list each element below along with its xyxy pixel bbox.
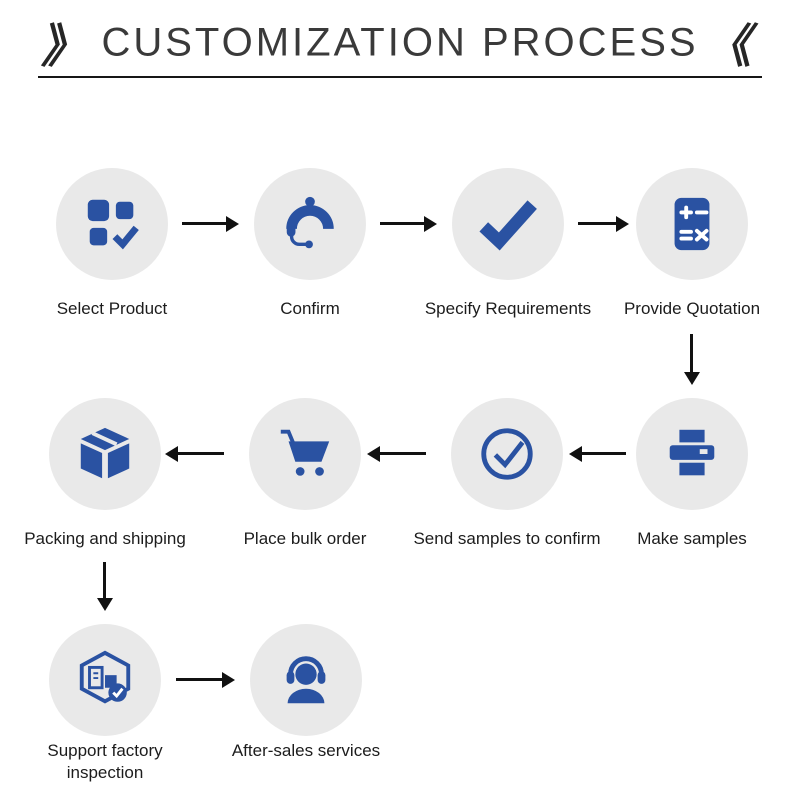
step-circle-select-product — [56, 168, 168, 280]
headset-icon — [286, 656, 326, 704]
step-label-after-sales: After-sales services — [231, 741, 381, 760]
checkmark-icon — [479, 200, 537, 251]
step-label-send-samples: Send samples to confirm — [413, 529, 601, 548]
arrow-specify-to-quotation-icon — [578, 222, 616, 225]
arrow-packing-to-inspection-icon — [103, 562, 106, 598]
step-circle-place-bulk-order — [249, 398, 361, 510]
double-chevron-left-icon: 》 — [39, 20, 97, 72]
arrow-confirm-to-specify-icon — [380, 222, 424, 225]
select-product-icon — [87, 199, 139, 250]
step-label-packing-shipping: Packing and shipping — [24, 529, 186, 548]
customer-service-icon — [286, 196, 334, 249]
double-chevron-right-icon: 《 — [702, 20, 760, 72]
step-label-specify-requirements: Specify Requirements — [424, 299, 592, 318]
step-label-select-product: Select Product — [56, 299, 168, 318]
calculator-icon — [674, 197, 710, 251]
box-icon — [80, 427, 130, 479]
step-circle-confirm — [254, 168, 366, 280]
step-label-make-samples: Make samples — [637, 529, 747, 548]
arrow-quotation-to-samples-icon — [690, 334, 693, 372]
page-title-text: CUSTOMIZATION PROCESS — [101, 20, 699, 65]
step-label-provide-quotation: Provide Quotation — [623, 299, 761, 318]
step-circle-make-samples — [636, 398, 748, 510]
circle-check-icon — [481, 428, 533, 480]
step-circle-packing-shipping — [49, 398, 161, 510]
arrow-samples-to-confirm-icon — [582, 452, 626, 455]
title-divider — [38, 76, 762, 78]
step-circle-send-samples — [451, 398, 563, 510]
step-label-place-bulk-order: Place bulk order — [243, 529, 367, 548]
step-label-factory-inspection: Support factory inspection — [47, 741, 163, 782]
printer-icon — [669, 429, 715, 476]
arrow-select-to-confirm-icon — [182, 222, 226, 225]
step-label-confirm: Confirm — [280, 299, 340, 318]
step-circle-factory-inspection — [49, 624, 161, 736]
cart-icon — [280, 429, 330, 476]
step-circle-specify-requirements — [452, 168, 564, 280]
step-circle-after-sales — [250, 624, 362, 736]
inspection-icon — [79, 650, 131, 704]
arrow-confirm-to-bulk-icon — [380, 452, 426, 455]
arrow-bulk-to-packing-icon — [178, 452, 224, 455]
page-title: 》CUSTOMIZATION PROCESS《 — [0, 10, 800, 76]
step-circle-provide-quotation — [636, 168, 748, 280]
arrow-inspection-to-aftersales-icon — [176, 678, 222, 681]
